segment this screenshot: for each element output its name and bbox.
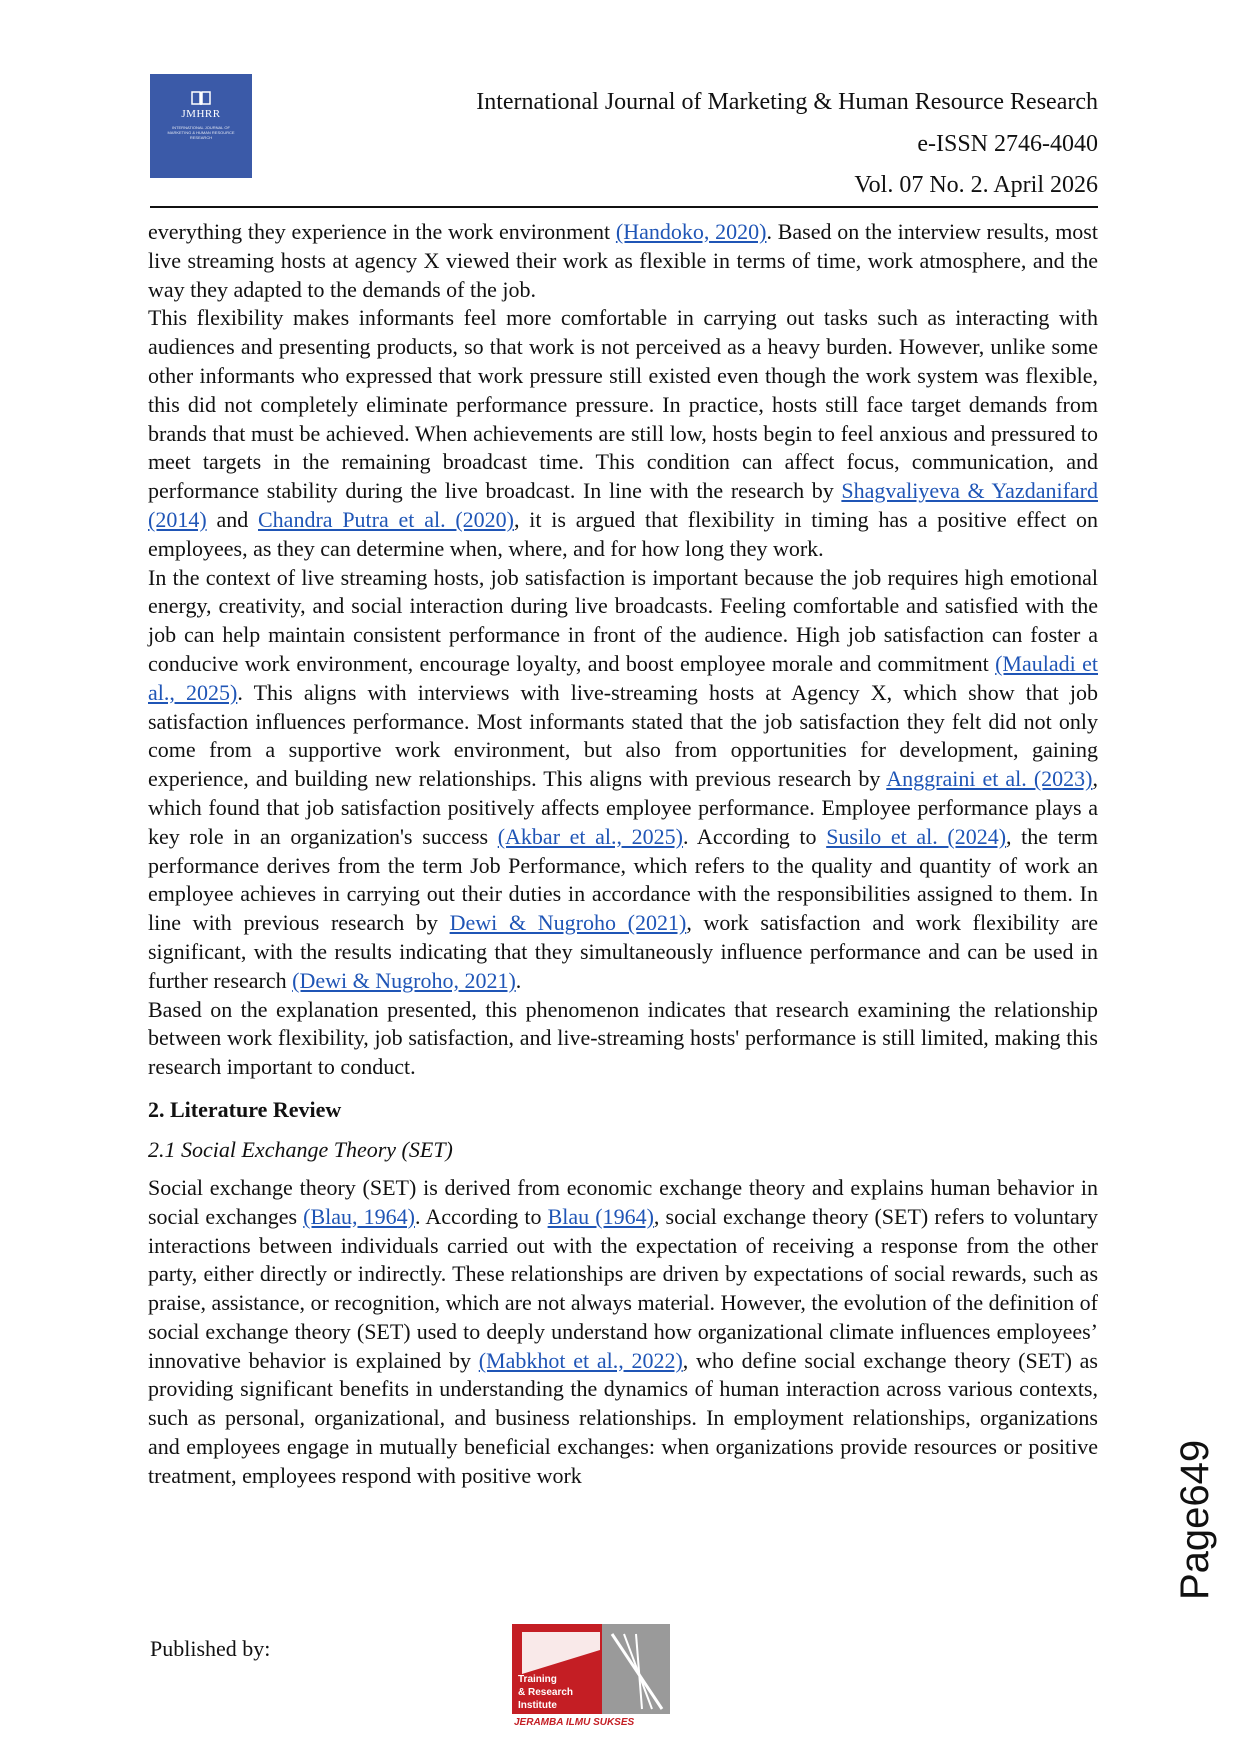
paragraph-2: This flexibility makes informants feel m… [148, 305, 1099, 561]
journal-logo: JMHRR INTERNATIONAL JOURNAL OF MARKETING… [150, 74, 252, 178]
citation-link[interactable]: Anggraini et al. (2023) [886, 766, 1093, 792]
citation-link[interactable]: (Akbar et al., 2025) [497, 823, 684, 849]
citation-link[interactable]: (Mabkhot et al., 2022) [478, 1347, 683, 1373]
header-divider [150, 206, 1098, 208]
logo-fine-print: INTERNATIONAL JOURNAL OF MARKETING & HUM… [167, 125, 235, 140]
paragraph-5: Social exchange theory (SET) is derived … [148, 1174, 1099, 1488]
section-heading: 2. Literature Review [148, 1096, 342, 1122]
paragraph-1: everything they experience in the work e… [148, 219, 1098, 302]
paragraph-3: In the context of live streaming hosts, … [148, 564, 1099, 993]
paragraph-4: Based on the explanation presented, this… [148, 996, 1098, 1080]
publisher-name: JERAMBA ILMU SUKSES [514, 1717, 635, 1728]
publisher-logo-line-1: Training [518, 1674, 557, 1685]
publisher-logo: Training & Research Institute JERAMBA IL… [512, 1624, 670, 1728]
citation-link[interactable]: Susilo et al. (2024) [826, 823, 1007, 849]
citation-link[interactable]: (Mauladi et al., 2025) [148, 650, 1098, 705]
journal-issn: e-ISSN 2746-4040 [917, 131, 1098, 157]
citation-link[interactable]: Chandra Putra et al. (2020) [258, 506, 515, 532]
article-body: everything they experience in the work e… [148, 218, 1098, 1491]
citation-link[interactable]: (Dewi & Nugroho, 2021) [292, 967, 516, 993]
citation-link[interactable]: (Handoko, 2020) [615, 219, 767, 244]
page-number: Page649 [1173, 1439, 1217, 1600]
published-by-label: Published by: [150, 1636, 271, 1661]
subsection-heading: 2.1 Social Exchange Theory (SET) [148, 1136, 453, 1162]
citation-link[interactable]: Blau (1964) [547, 1203, 654, 1229]
citation-link[interactable]: Dewi & Nugroho (2021) [449, 910, 687, 936]
citation-link[interactable]: (Blau, 1964) [303, 1203, 415, 1229]
publisher-logo-line-3: Institute [518, 1700, 557, 1711]
logo-abbreviation: JMHRR [181, 108, 221, 120]
citation-link[interactable]: Shagvaliyeva & Yazdanifard (2014) [148, 478, 1098, 532]
journal-title: International Journal of Marketing & Hum… [476, 89, 1098, 115]
book-icon [191, 91, 211, 105]
publisher-logo-line-2: & Research [518, 1687, 573, 1698]
journal-volume: Vol. 07 No. 2. April 2026 [854, 172, 1098, 198]
